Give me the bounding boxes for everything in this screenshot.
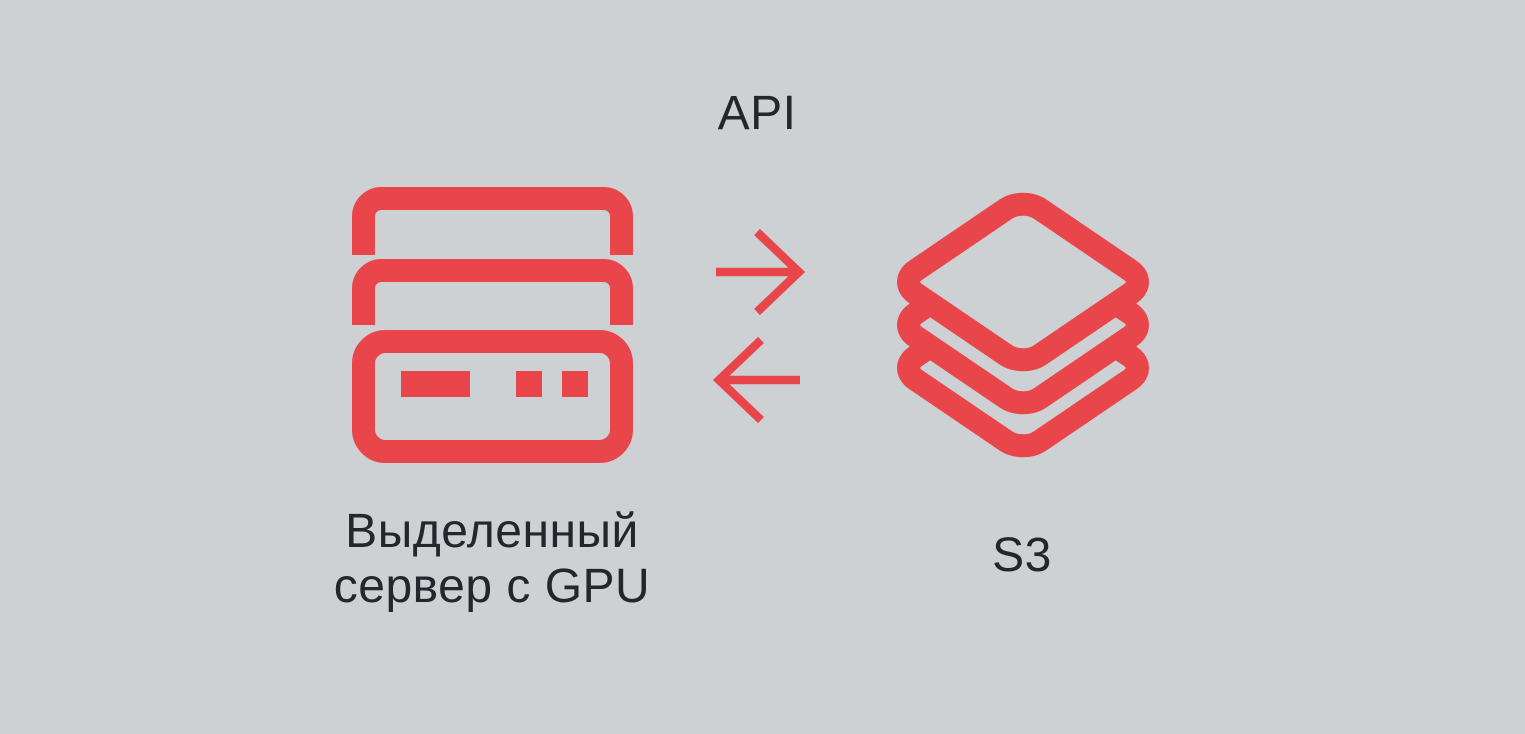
server-led-2 (562, 371, 588, 397)
api-label: API (717, 87, 797, 140)
dedicated-server-stack-icon (352, 187, 633, 463)
server-label-line1: Выделенный (345, 505, 639, 558)
server-node-label: Выделенный сервер с GPU (292, 504, 692, 614)
server-slab-front (352, 330, 633, 463)
server-led-1 (516, 371, 542, 397)
server-slab-top (352, 187, 633, 255)
server-label-line2: сервер с GPU (333, 560, 651, 613)
api-arrows (712, 228, 806, 424)
arrow-right-icon (716, 228, 806, 316)
arrow-left-icon (712, 336, 800, 424)
layers-stack-icon (899, 197, 1148, 452)
server-dash (401, 371, 470, 397)
s3-node-label: S3 (992, 529, 1052, 582)
server-slab-middle (352, 259, 633, 325)
s3-layer-top (899, 197, 1148, 366)
server-front-details (401, 371, 588, 397)
